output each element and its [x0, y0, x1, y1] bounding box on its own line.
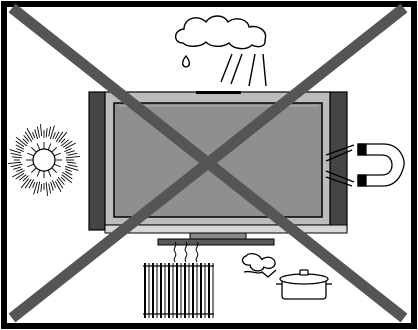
- tv-left-speaker: [89, 92, 105, 230]
- tv-stand-neck: [190, 233, 246, 239]
- tv-right-speaker: [330, 92, 347, 230]
